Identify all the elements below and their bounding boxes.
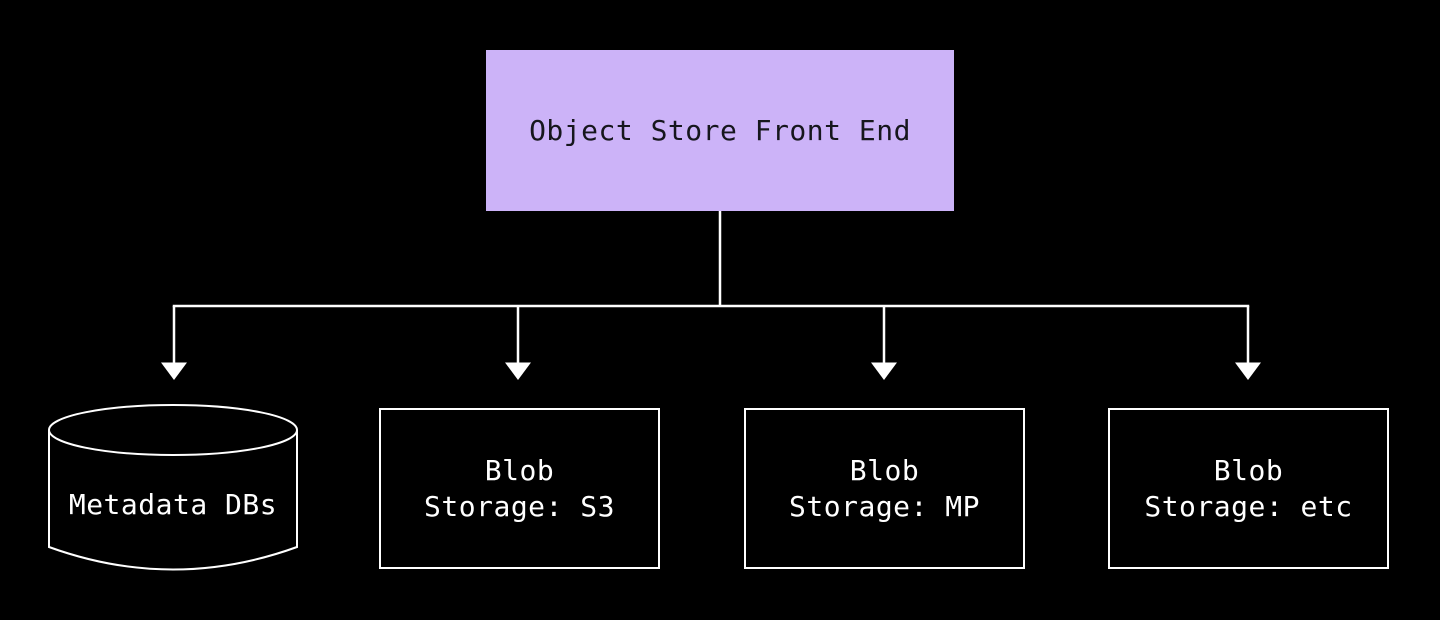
node-label-line2: Storage: S3: [424, 489, 615, 523]
arrowhead-blob-mp: [871, 362, 897, 380]
node-object-store-front-end: Object Store Front End: [486, 50, 954, 211]
cylinder-top: [48, 404, 298, 456]
cylinder-body: [48, 430, 298, 571]
node-label-line1: Blob: [484, 453, 555, 487]
node-metadata-dbs-label: Metadata DBs: [68, 488, 278, 521]
arrowhead-blob-etc: [1235, 362, 1261, 380]
node-blob-storage-mp: Blob Storage: MP: [744, 408, 1025, 569]
node-blob-storage-etc: Blob Storage: etc: [1108, 408, 1389, 569]
node-blob-storage-s3: Blob Storage: S3: [379, 408, 660, 569]
cylinder-shape-metadata-dbs: [48, 404, 298, 571]
node-label-line2: Storage: etc: [1144, 489, 1353, 523]
node-label: Object Store Front End: [529, 114, 911, 147]
node-label-line1: Blob: [1213, 453, 1284, 487]
arrowhead-blob-s3: [505, 362, 531, 380]
node-label-line2: Storage: MP: [789, 489, 980, 523]
arrowhead-metadata-dbs: [161, 362, 187, 380]
node-label-line1: Blob: [849, 453, 920, 487]
